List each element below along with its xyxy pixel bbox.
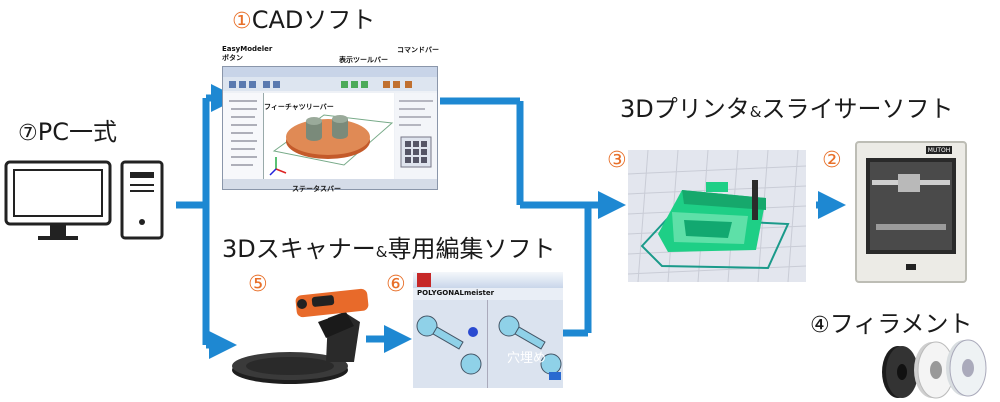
printer-title: 3Dプリンタ&スライサーソフト (620, 95, 954, 123)
editor-overlay-text: 穴埋め (507, 351, 547, 366)
scanner-title: 3Dスキャナー&専用編集ソフト (222, 235, 556, 263)
printer-illustration: MUTOH (855, 141, 967, 283)
feature-tree-panel (223, 93, 264, 179)
cad-window (222, 66, 438, 190)
cad-number: ① (232, 9, 252, 34)
scanner-number: ⑤ (248, 272, 268, 297)
cad-statusbar (223, 179, 437, 189)
pc-number: ⑦ (18, 121, 38, 146)
command-panel (395, 93, 437, 179)
editor-app-name: POLYGONALmeister (417, 289, 495, 297)
filament-title: ④フィラメント (810, 312, 973, 337)
clear-spool (946, 339, 987, 397)
callout-status-bar: ステータスバー (292, 185, 341, 193)
app-logo-icon (417, 273, 431, 287)
filament-spools (882, 339, 987, 399)
filament-label: フィラメント (829, 310, 973, 338)
cad-label: CADソフト (251, 6, 376, 34)
black-spool (882, 346, 918, 398)
callout-feature-tree: フィーチャツリーバー (264, 102, 334, 112)
monitor-icon (4, 160, 112, 240)
callout-command-bar: コマンドバー (397, 46, 439, 54)
slicer-number: ③ (607, 148, 627, 173)
pc-tower-icon (120, 160, 164, 240)
cad-titlebar (223, 67, 437, 77)
callout-display-toolbar: 表示ツールバー (339, 56, 388, 64)
cad-title: ①CADソフト (232, 8, 375, 33)
pc-illustration (4, 160, 164, 240)
cad-toolbar (223, 77, 437, 91)
printer-number: ② (822, 148, 842, 173)
pc-label: PC一式 (37, 118, 117, 146)
printer-brand: MUTOH (928, 147, 950, 154)
editor-titlebar (413, 272, 563, 288)
filament-number: ④ (810, 313, 830, 338)
pc-title: ⑦PC一式 (18, 120, 117, 145)
slicer-viewport (628, 150, 806, 282)
editor-window: POLYGONALmeister 穴埋め (413, 272, 563, 388)
callout-easymodeler: EasyModeler ボタン (222, 45, 273, 62)
editor-number: ⑥ (386, 272, 406, 297)
white-spool (914, 341, 955, 399)
scanner-illustration (232, 288, 369, 384)
